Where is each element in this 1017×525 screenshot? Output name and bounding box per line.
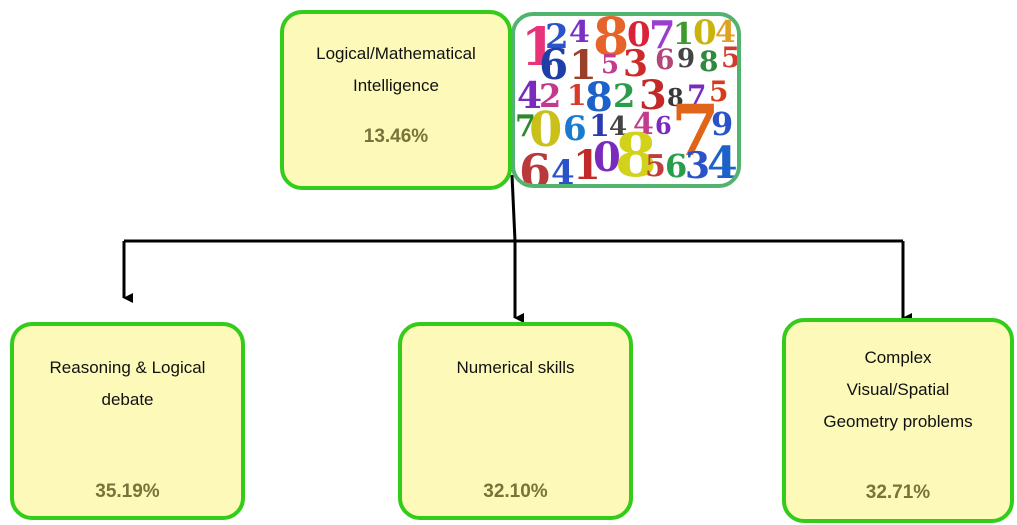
numeral-glyph: 2 xyxy=(613,77,636,115)
numeral-glyph: 9 xyxy=(711,105,734,143)
child-node-label: Complex Visual/Spatial Geometry problems xyxy=(823,348,973,431)
numeral-glyph: 2 xyxy=(545,17,569,57)
top-node-value: 13.46% xyxy=(363,126,429,147)
numeral-glyph: 2 xyxy=(539,77,562,115)
trunk-line xyxy=(510,174,517,242)
numeral-glyph: 1 xyxy=(521,17,558,78)
numeral-glyph: 8 xyxy=(593,12,630,68)
numeral-glyph: 4 xyxy=(707,138,738,188)
numeral-glyph: 6 xyxy=(665,147,688,185)
numeral-glyph: 6 xyxy=(539,40,569,89)
numeral-glyph: 8 xyxy=(699,45,719,78)
numeral-glyph: 5 xyxy=(721,41,741,74)
numeral-glyph: 1 xyxy=(573,142,601,188)
numeral-glyph: 0 xyxy=(627,15,651,55)
child-node-label: Numerical skills xyxy=(456,358,575,377)
child-node-reasoning-logical-debate: Reasoning & Logical debate 35.19% xyxy=(10,322,245,520)
child-node-numerical-skills: Numerical skills 32.10% xyxy=(398,322,633,520)
numeral-glyph: 5 xyxy=(709,75,729,108)
numeral-glyph: 9 xyxy=(677,44,696,74)
numeral-glyph: 4 xyxy=(517,75,543,117)
numeral-glyph: 1 xyxy=(567,79,587,112)
top-node-label: Logical/Mathematical Intelligence xyxy=(316,44,476,95)
top-node-logical-mathematical: Logical/Mathematical Intelligence 13.46% xyxy=(280,10,512,190)
child-node-value: 32.71% xyxy=(865,482,931,503)
numeral-glyph: 1 xyxy=(569,42,597,89)
numeral-glyph: 0 xyxy=(593,134,621,181)
numeral-glyph: 4 xyxy=(633,107,654,142)
numeral-glyph: 4 xyxy=(609,112,628,142)
numeral-glyph: 8 xyxy=(667,83,684,112)
numeral-glyph: 1 xyxy=(589,109,610,144)
numeral-glyph: 4 xyxy=(551,153,575,188)
numeral-glyph: 8 xyxy=(585,74,613,121)
child-node-value: 32.10% xyxy=(483,481,548,502)
numeral-glyph: 7 xyxy=(687,79,707,112)
numeral-glyph: 1 xyxy=(673,17,694,52)
numeral-glyph: 6 xyxy=(519,144,552,188)
numeral-glyph: 4 xyxy=(569,15,590,50)
numeral-glyph: 7 xyxy=(515,109,536,144)
numeral-glyph: 5 xyxy=(601,50,620,80)
numeral-glyph: 6 xyxy=(563,109,587,149)
numeral-glyph: 8 xyxy=(615,121,657,188)
numeral-glyph: 7 xyxy=(649,12,676,57)
numeral-glyph: 0 xyxy=(693,13,717,53)
numeral-glyph: 3 xyxy=(685,145,711,187)
numeral-glyph: 3 xyxy=(623,43,649,85)
child-node-value: 35.19% xyxy=(95,481,160,502)
numeral-glyph: 7 xyxy=(671,89,720,172)
colorful-numbers-image: 1 2 4 8 0 7 1 0 4 6 1 5 3 6 9 8 5 4 2 1 … xyxy=(511,12,741,188)
numeral-glyph: 3 xyxy=(639,72,667,119)
numeral-glyph: 5 xyxy=(645,149,666,184)
child-node-complex-visual-spatial: Complex Visual/Spatial Geometry problems… xyxy=(782,318,1014,523)
numeral-glyph: 0 xyxy=(529,102,563,158)
numeral-glyph: 6 xyxy=(655,111,672,140)
numeral-glyph: 6 xyxy=(655,43,675,76)
child-node-label: Reasoning & Logical debate xyxy=(49,358,206,409)
numeral-glyph: 4 xyxy=(715,15,736,50)
